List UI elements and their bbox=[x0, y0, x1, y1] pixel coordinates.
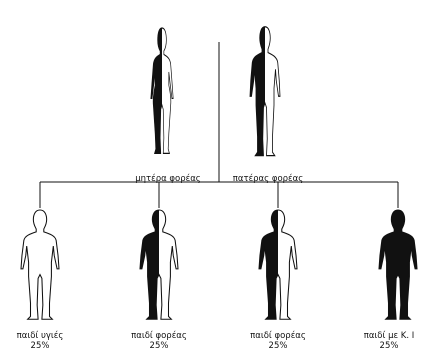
child-label-4: παιδί με Κ. Ι 25% bbox=[356, 331, 422, 351]
child-label-2: παιδί φορέας 25% bbox=[123, 331, 195, 351]
child-figure-2 bbox=[140, 210, 178, 319]
child-percent-2: 25% bbox=[123, 341, 195, 351]
child-label-1: παιδί υγιές 25% bbox=[4, 331, 76, 351]
parent-father bbox=[250, 27, 280, 156]
body-silhouette bbox=[379, 210, 417, 319]
body-affected-half bbox=[259, 210, 297, 319]
father-label: πατέρας φορέας bbox=[228, 174, 308, 184]
child-percent-4: 25% bbox=[356, 341, 422, 351]
mother-label: μητέρα φορέας bbox=[132, 174, 204, 184]
child-percent-3: 25% bbox=[242, 341, 314, 351]
child-figure-1 bbox=[21, 210, 59, 319]
child-percent-1: 25% bbox=[4, 341, 76, 351]
child-label-3: παιδί φορέας 25% bbox=[242, 331, 314, 351]
child-figure-4 bbox=[379, 210, 417, 319]
pedigree-lines bbox=[40, 42, 398, 208]
body-silhouette bbox=[21, 210, 59, 319]
body-silhouette bbox=[140, 210, 178, 319]
child-figure-3 bbox=[259, 210, 297, 319]
parent-mother bbox=[151, 28, 173, 153]
body-affected-half bbox=[250, 27, 280, 156]
